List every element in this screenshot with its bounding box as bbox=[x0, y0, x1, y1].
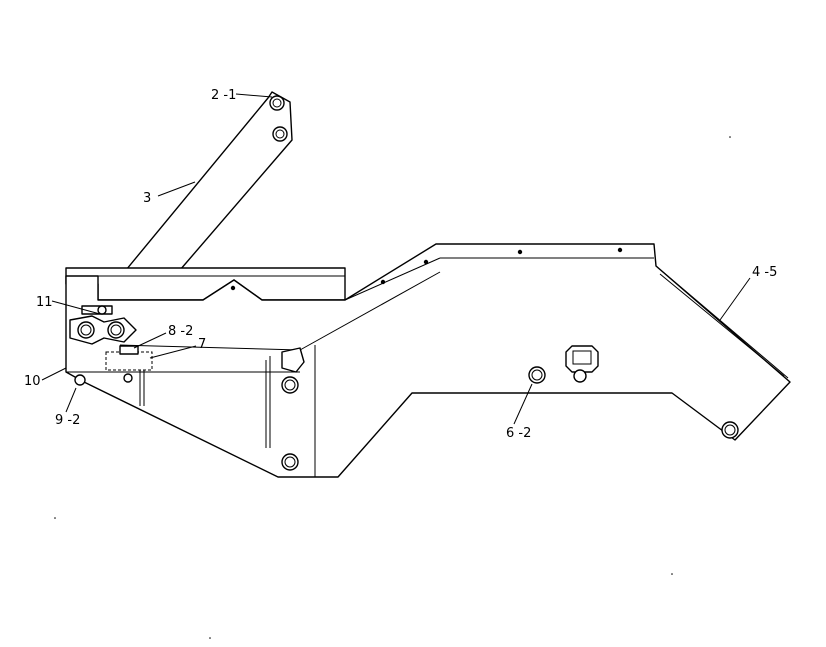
callout-labels: 2 -1 3 4 -5 11 8 -2 7 10 9 -2 6 -2 bbox=[24, 88, 777, 441]
callout-7: 7 bbox=[198, 337, 206, 352]
callout-6-2: 6 -2 bbox=[506, 426, 531, 441]
mount-plate bbox=[69, 305, 137, 345]
main-bracket bbox=[65, 243, 791, 478]
brace-arm bbox=[125, 91, 293, 271]
callout-2-1: 2 -1 bbox=[211, 88, 236, 103]
scan-specks bbox=[54, 136, 731, 639]
callout-10: 10 bbox=[24, 374, 41, 389]
callout-9-2: 9 -2 bbox=[55, 413, 80, 428]
clamp-assembly bbox=[74, 345, 153, 406]
callout-4-5: 4 -5 bbox=[752, 265, 777, 280]
callout-11: 11 bbox=[36, 295, 53, 310]
top-rail bbox=[65, 267, 346, 301]
callout-8-2: 8 -2 bbox=[168, 324, 193, 339]
leader-lines bbox=[41, 93, 751, 425]
callout-3: 3 bbox=[143, 191, 151, 206]
